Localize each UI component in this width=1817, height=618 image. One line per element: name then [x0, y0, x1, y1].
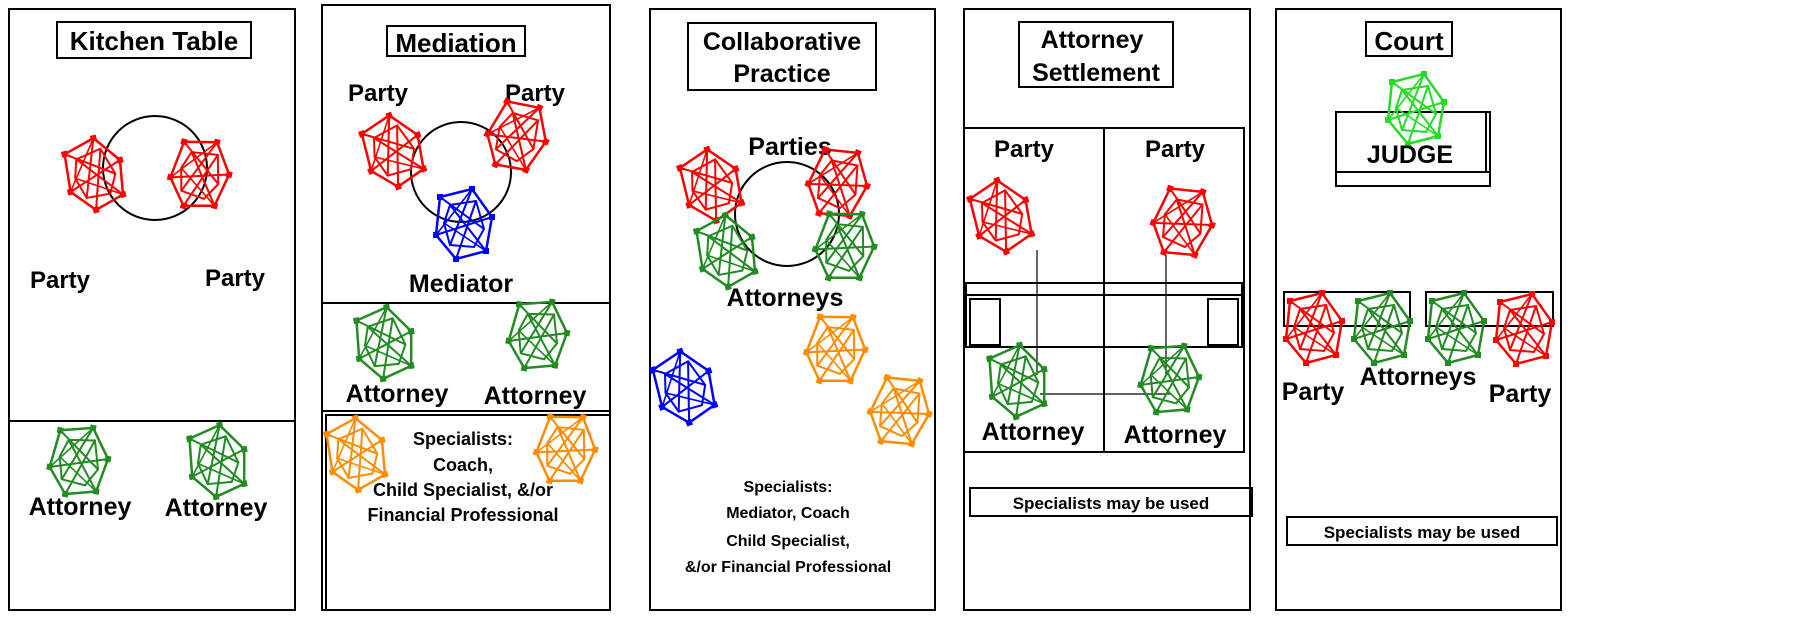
- court-title: Court: [1374, 26, 1444, 56]
- attorneys-label: Attorneys: [727, 284, 844, 312]
- panel-court: Court JUDGE Party Attorneys Party Specia…: [1275, 8, 1562, 611]
- panel-mediation: Mediation Party Party Mediator Attorney …: [315, 4, 611, 611]
- chair-icon: [795, 303, 878, 396]
- mediation-specialists-line3: Child Specialist, &/or: [373, 480, 553, 500]
- judge-label: JUDGE: [1367, 141, 1453, 169]
- mediation-specialists-line1: Specialists:: [413, 429, 513, 449]
- settlement-table: [965, 282, 1243, 348]
- panel-kitchen-table: Kitchen Table Party Party Attorney Attor…: [8, 8, 296, 611]
- settlement-title-line1: Attorney: [1041, 26, 1144, 54]
- settlement-party-right-label: Party: [1145, 136, 1206, 163]
- kitchen-attorney-left-label: Attorney: [29, 493, 132, 521]
- parties-label: Parties: [748, 133, 831, 161]
- court-party-left-label: Party: [1282, 378, 1345, 406]
- chair-icon: [1131, 334, 1209, 424]
- chair-icon: [856, 363, 944, 459]
- collaborative-specialists-line3: Child Specialist,: [726, 533, 850, 550]
- settlement-attorney-left-label: Attorney: [982, 418, 1085, 446]
- mediation-specialists-line4: Financial Professional: [367, 505, 558, 525]
- collaborative-specialists-line2: Mediator, Coach: [726, 505, 850, 522]
- chair-icon: [1139, 174, 1227, 270]
- court-party-right-label: Party: [1489, 380, 1552, 408]
- mediation-table-circle: [410, 121, 512, 223]
- mediation-attorney-right-label: Attorney: [484, 382, 587, 410]
- chair-icon: [1491, 289, 1557, 369]
- collaborative-title-line2: Practice: [733, 60, 830, 88]
- chair-icon: [1349, 288, 1415, 368]
- panel-attorney-settlement: Attorney Settlement Party Party Attorney…: [958, 8, 1253, 611]
- settlement-attorney-right-label: Attorney: [1124, 421, 1227, 449]
- kitchen-attorney-right-label: Attorney: [165, 494, 268, 522]
- panel-collaborative-practice: Collaborative Practice Parties Attorneys…: [641, 8, 944, 611]
- settlement-party-left-label: Party: [994, 136, 1055, 163]
- chair-icon: [641, 339, 729, 435]
- mediation-party-left-label: Party: [348, 80, 409, 107]
- chair-icon: [979, 336, 1057, 426]
- chair-icon: [685, 205, 768, 298]
- kitchen-party-left-label: Party: [30, 267, 91, 294]
- kitchen-table-circle: [102, 115, 208, 221]
- chair-icon: [1281, 288, 1347, 368]
- chair-icon: [1383, 69, 1449, 149]
- settlement-title-line2: Settlement: [1032, 59, 1160, 87]
- kitchen-party-right-label: Party: [205, 265, 266, 292]
- collaborative-specialists-line1: Specialists:: [744, 479, 833, 496]
- chair-icon: [431, 184, 497, 264]
- kitchen-title: Kitchen Table: [70, 26, 239, 56]
- collaborative-title-line1: Collaborative: [703, 28, 861, 56]
- mediator-label: Mediator: [409, 270, 513, 298]
- court-specialists-note: Specialists may be used: [1324, 523, 1521, 542]
- chair-icon: [958, 168, 1046, 264]
- chair-icon: [159, 128, 242, 221]
- chair-icon: [350, 103, 438, 199]
- settlement-specialists-note: Specialists may be used: [1013, 494, 1210, 513]
- chair-icon: [668, 137, 756, 233]
- mediation-title: Mediation: [395, 28, 516, 58]
- collaborative-specialists-line4: &/or Financial Professional: [685, 559, 891, 576]
- chair-icon: [179, 416, 257, 506]
- chair-icon: [1423, 288, 1489, 368]
- court-attorneys-label: Attorneys: [1360, 363, 1477, 391]
- mediation-specialists-line2: Coach,: [433, 455, 493, 475]
- chair-icon: [53, 128, 136, 221]
- chair-icon: [40, 416, 118, 506]
- chair-icon: [499, 290, 577, 380]
- chair-icon: [346, 298, 424, 388]
- mediation-attorney-left-label: Attorney: [346, 380, 449, 408]
